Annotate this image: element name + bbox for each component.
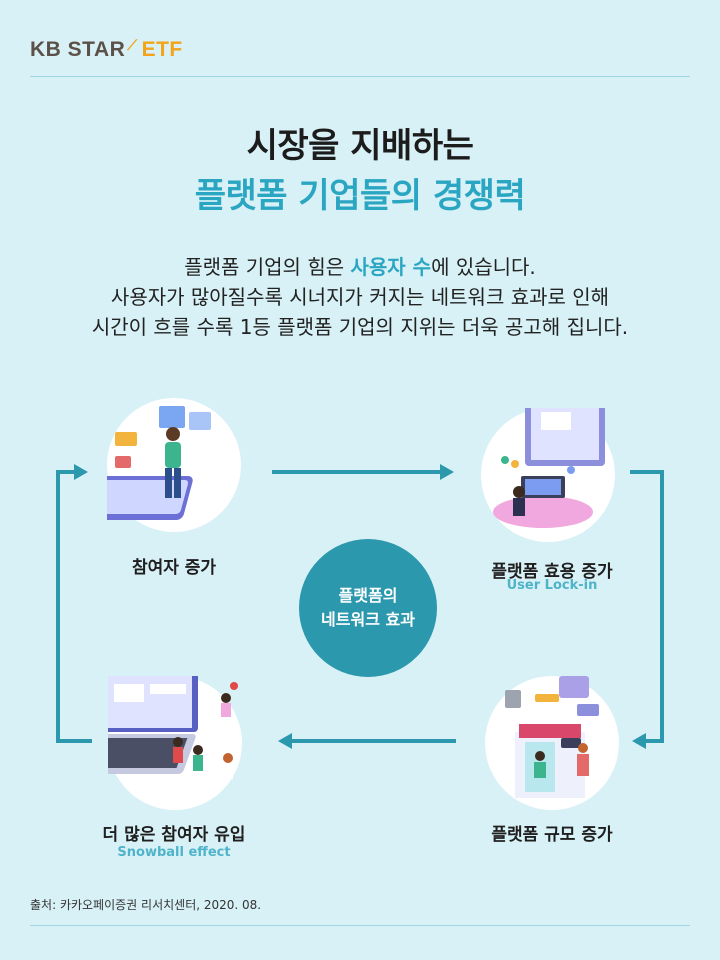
step-scale-label: 플랫폼 규모 증가: [491, 825, 613, 845]
network-effect-center: 플랫폼의 네트워크 효과: [299, 539, 437, 677]
intro-line-1-pre: 플랫폼 기업의 힘은: [184, 255, 351, 279]
utility-illustration: [481, 396, 615, 542]
intro-line-3: 시간이 흐를 수록 1등 플랫폼 기업의 지위는 더욱 공고해 집니다.: [91, 315, 629, 339]
step-participants-label: 참여자 증가: [131, 558, 217, 578]
brand-accent-icon: ⟋: [127, 36, 138, 53]
user-on-phone-icon: [83, 406, 211, 520]
crowd-on-laptop-icon: [63, 670, 238, 779]
source-note: 출처: 카카오페이증권 리서치센터, 2020. 08.: [30, 898, 262, 912]
header-divider: [30, 76, 690, 77]
brand-kb-star: KB STAR: [30, 38, 126, 61]
intro-line-1: 플랫폼 기업의 힘은 사용자 수에 있습니다.: [0, 252, 720, 282]
storefront-icon: [505, 676, 599, 798]
intro-highlight: 사용자 수: [350, 255, 432, 279]
step-inflow-label: 더 많은 참여자 유입: [102, 825, 246, 845]
intro-line-1-post: 에 있습니다.: [431, 255, 536, 279]
step-inflow-sub: Snowball effect: [117, 845, 231, 860]
intro-paragraph: 플랫폼 기업의 힘은 사용자 수에 있습니다. 사용자가 많아질수록 시너지가 …: [0, 252, 720, 342]
title-line-2: 플랫폼 기업들의 경쟁력: [194, 176, 526, 216]
footer-divider: [30, 925, 690, 926]
arrow-right: [630, 470, 664, 749]
center-line-1: 플랫폼의: [338, 586, 398, 605]
arrow-bottom: [278, 733, 456, 749]
intro-line-2: 사용자가 많아질수록 시너지가 커지는 네트워크 효과로 인해: [110, 285, 610, 309]
brand-logo: KB STAR ⟋ ETF: [30, 36, 183, 62]
title-line-1: 시장을 지배하는: [246, 126, 474, 166]
brand-etf: ETF: [141, 38, 183, 61]
center-line-2: 네트워크 효과: [321, 610, 415, 629]
scale-illustration: [485, 676, 619, 810]
workstation-icon: [493, 396, 605, 528]
arrow-left: [56, 464, 92, 743]
step-utility-label: 플랫폼 효용 증가: [491, 562, 613, 582]
step-utility-sub: User Lock-in: [506, 578, 598, 593]
arrow-top: [272, 464, 454, 480]
participants-illustration: [83, 398, 241, 532]
inflow-illustration: [63, 670, 242, 810]
